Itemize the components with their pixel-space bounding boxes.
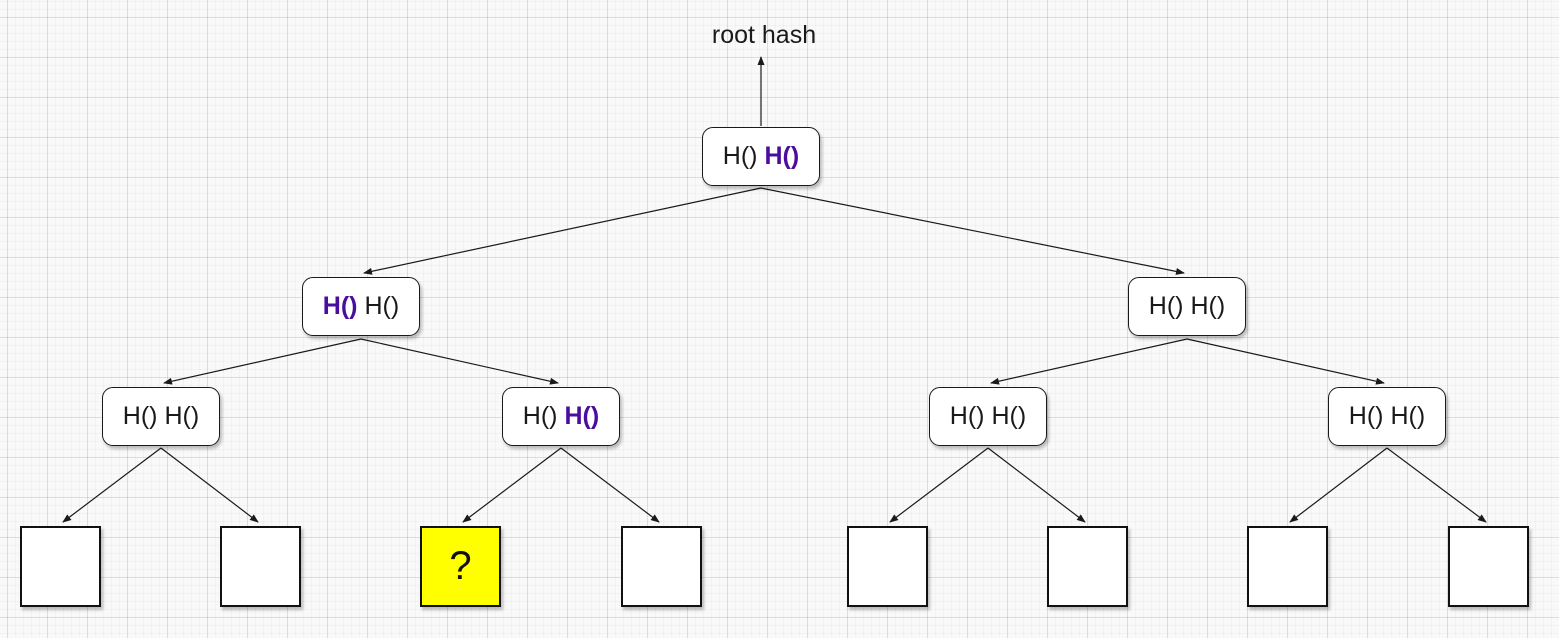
question-mark-label: ? — [449, 544, 472, 588]
hash-call-label-emphasized: H() — [322, 292, 358, 320]
hash-call-label: H() — [949, 402, 985, 430]
edge-left-left-to-leaf-2 — [160, 447, 259, 523]
edge-root-to-left-node — [363, 187, 762, 275]
hash-call-label: H() — [722, 142, 758, 170]
tree-node-left: H() H() — [302, 277, 420, 336]
hash-call-label: H() — [1390, 402, 1426, 430]
leaf-block-3-unknown: ? — [420, 526, 501, 607]
leaf-block-5 — [847, 526, 928, 607]
hash-call-label: H() — [164, 402, 200, 430]
hash-call-label: H() — [1190, 292, 1226, 320]
hash-call-label: H() — [122, 402, 158, 430]
edge-left-right-to-leaf-4 — [560, 447, 660, 523]
leaf-block-4 — [621, 526, 702, 607]
leaf-block-7 — [1247, 526, 1328, 607]
hash-call-label: H() — [991, 402, 1027, 430]
hash-call-label-emphasized: H() — [764, 142, 800, 170]
edge-right-left-to-leaf-6 — [987, 447, 1086, 523]
edge-right-left-to-leaf-5 — [889, 447, 989, 523]
edge-left-left-to-leaf-1 — [62, 447, 162, 523]
hash-call-label: H() — [522, 402, 558, 430]
leaf-block-2 — [220, 526, 301, 607]
leaf-block-8 — [1448, 526, 1529, 607]
hash-call-label-emphasized: H() — [564, 402, 600, 430]
edge-root-to-right-node — [760, 187, 1185, 275]
edge-right-to-right-left-node — [990, 338, 1188, 385]
edge-right-right-to-leaf-8 — [1386, 447, 1487, 523]
edge-right-right-to-leaf-7 — [1289, 447, 1388, 523]
leaf-block-6 — [1047, 526, 1128, 607]
tree-node-right-right: H() H() — [1328, 387, 1446, 446]
edge-left-right-to-leaf-3 — [462, 447, 562, 523]
tree-node-root: H() H() — [702, 127, 820, 186]
edge-right-to-right-right-node — [1186, 338, 1385, 385]
hash-call-label: H() — [1148, 292, 1184, 320]
hash-call-label: H() — [364, 292, 400, 320]
tree-node-right: H() H() — [1128, 277, 1246, 336]
tree-node-left-left: H() H() — [102, 387, 220, 446]
edge-left-to-left-right-node — [360, 338, 559, 385]
tree-node-left-right: H() H() — [502, 387, 620, 446]
edge-left-to-left-left-node — [163, 338, 362, 385]
root-hash-label: root hash — [711, 21, 817, 49]
leaf-block-1 — [20, 526, 101, 607]
tree-node-right-left: H() H() — [929, 387, 1047, 446]
hash-call-label: H() — [1348, 402, 1384, 430]
